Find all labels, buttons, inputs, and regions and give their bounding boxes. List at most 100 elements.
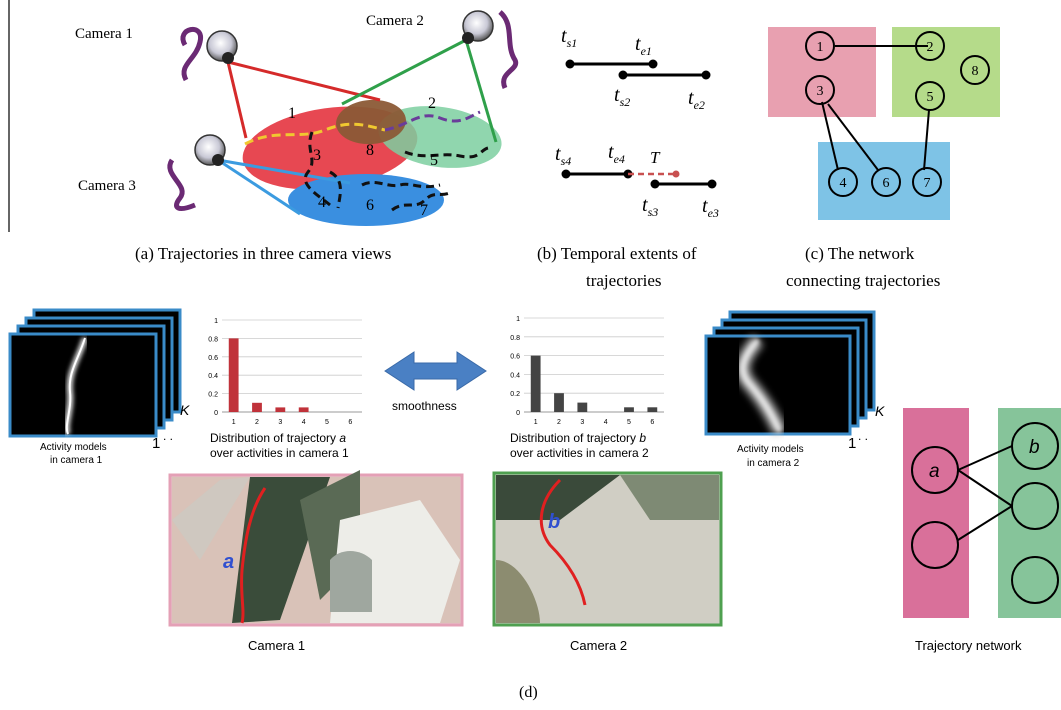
k-label: K [875, 403, 885, 419]
panel-b-caption-line1: (b) Temporal extents of [537, 244, 697, 263]
chart-a-caption-line1: Distribution of trajectory a [210, 431, 346, 445]
camera1-icon [180, 26, 238, 82]
camera3-zone [818, 142, 950, 220]
svg-text:2: 2 [927, 40, 934, 55]
y-tick-label: 0.2 [510, 391, 520, 398]
ellipsis-dots: . . [163, 429, 173, 443]
svg-text:4: 4 [840, 176, 847, 191]
region-number: 3 [313, 147, 321, 164]
bar [252, 402, 262, 412]
smoothness-label: smoothness [392, 399, 457, 413]
camera2-zone [892, 27, 1000, 117]
chart-b-caption-line2: over activities in camera 2 [510, 446, 649, 460]
svg-text:3: 3 [817, 84, 824, 99]
bar [624, 407, 634, 412]
region-number: 5 [430, 152, 438, 169]
x-tick-label: 1 [232, 419, 236, 426]
trajectory-network: a b [903, 408, 1061, 618]
network-node: 5 [915, 81, 945, 111]
camera3-icon [167, 134, 226, 211]
x-tick-label: 4 [604, 419, 608, 426]
panel-b: ts1 te1 ts2 te2 ts4 te4 T ts3 te3 (b) Te… [537, 25, 719, 290]
trajectory-b-label: b [548, 511, 560, 533]
camera2-network-zone [998, 408, 1061, 618]
y-tick-label: 0.4 [510, 372, 520, 379]
activity-models-cam2-label-line1: Activity models [737, 444, 804, 455]
panel-b-caption-line2: trajectories [586, 271, 662, 290]
bar [554, 393, 564, 412]
y-tick-label: 0.2 [208, 392, 218, 399]
y-tick-label: 0.4 [208, 373, 218, 380]
x-tick-label: 3 [580, 419, 584, 426]
camera3-label: Camera 3 [78, 178, 136, 194]
panel-d: K 1 . . Activity models in camera 1 0 0.2… [8, 308, 1061, 701]
region-number: 4 [318, 194, 326, 211]
y-tick-label: 0.8 [510, 335, 520, 342]
ts2-label: ts2 [614, 84, 630, 109]
x-tick-label: 5 [627, 419, 631, 426]
network-node [1011, 556, 1059, 604]
camera1-label-d: Camera 1 [248, 638, 305, 653]
panel-d-caption: (d) [519, 684, 538, 701]
network-node: 2 [915, 31, 945, 61]
te3-label: te3 [702, 195, 719, 220]
network-node: 1 [805, 31, 835, 61]
region-number: 8 [366, 142, 374, 159]
network-node: 6 [871, 167, 901, 197]
y-tick-label: 1 [214, 318, 218, 325]
x-tick-label: 1 [534, 419, 538, 426]
network-node: 3 [805, 75, 835, 105]
y-tick-label: 1 [516, 316, 520, 323]
ts3-label: ts3 [642, 194, 658, 219]
network-node [1011, 482, 1059, 530]
overlap-region [336, 99, 406, 145]
y-tick-label: 0.6 [208, 355, 218, 362]
bar [275, 407, 286, 412]
svg-text:6: 6 [883, 176, 890, 191]
network-node: 8 [960, 55, 990, 85]
bar [530, 355, 541, 412]
y-tick-label: 0 [214, 410, 218, 417]
bar [577, 402, 588, 412]
svg-text:7: 7 [924, 176, 931, 191]
network-node-b [1011, 422, 1059, 470]
one-label: 1 [848, 435, 856, 452]
region-number: 1 [288, 105, 296, 122]
bar [228, 338, 239, 412]
activity-models-cam1: K 1 . . Activity models in camera 1 [8, 308, 190, 466]
trajectory-a-label: a [223, 551, 234, 573]
svg-text:1: 1 [817, 40, 824, 55]
chart-a-caption-line2: over activities in camera 1 [210, 446, 349, 460]
svg-text:5: 5 [927, 90, 934, 105]
trajectory-network-label: Trajectory network [915, 638, 1022, 653]
region-number: 2 [428, 95, 436, 112]
x-tick-label: 2 [255, 419, 259, 426]
x-tick-label: 5 [325, 419, 329, 426]
camera1-aerial-image: a [168, 470, 464, 627]
x-tick-label: 4 [302, 419, 306, 426]
panel-c-caption-line1: (c) The network [805, 244, 915, 263]
network-node [911, 521, 959, 569]
y-tick-label: 0.8 [208, 336, 218, 343]
camera3-view-region [288, 174, 444, 226]
activity-models-cam1-label-line2: in camera 1 [50, 455, 103, 466]
k-label: K [180, 402, 190, 418]
camera2-label: Camera 2 [366, 13, 424, 29]
svg-text:8: 8 [972, 64, 979, 79]
camera1-label: Camera 1 [75, 26, 133, 42]
region-number: 7 [420, 202, 428, 219]
network-node-b-label: b [1029, 437, 1040, 458]
activity-models-cam1-label-line1: Activity models [40, 442, 107, 453]
te2-label: te2 [688, 87, 705, 112]
ellipsis-dots: . . [858, 429, 868, 443]
activity-models-cam2-label-line2: in camera 2 [747, 458, 800, 469]
bar [647, 407, 658, 412]
bar [298, 407, 309, 412]
camera2-label-d: Camera 2 [570, 638, 627, 653]
x-tick-label: 6 [650, 419, 654, 426]
x-tick-label: 3 [278, 419, 282, 426]
te4-label: te4 [608, 141, 625, 166]
ts1-label: ts1 [561, 25, 577, 50]
